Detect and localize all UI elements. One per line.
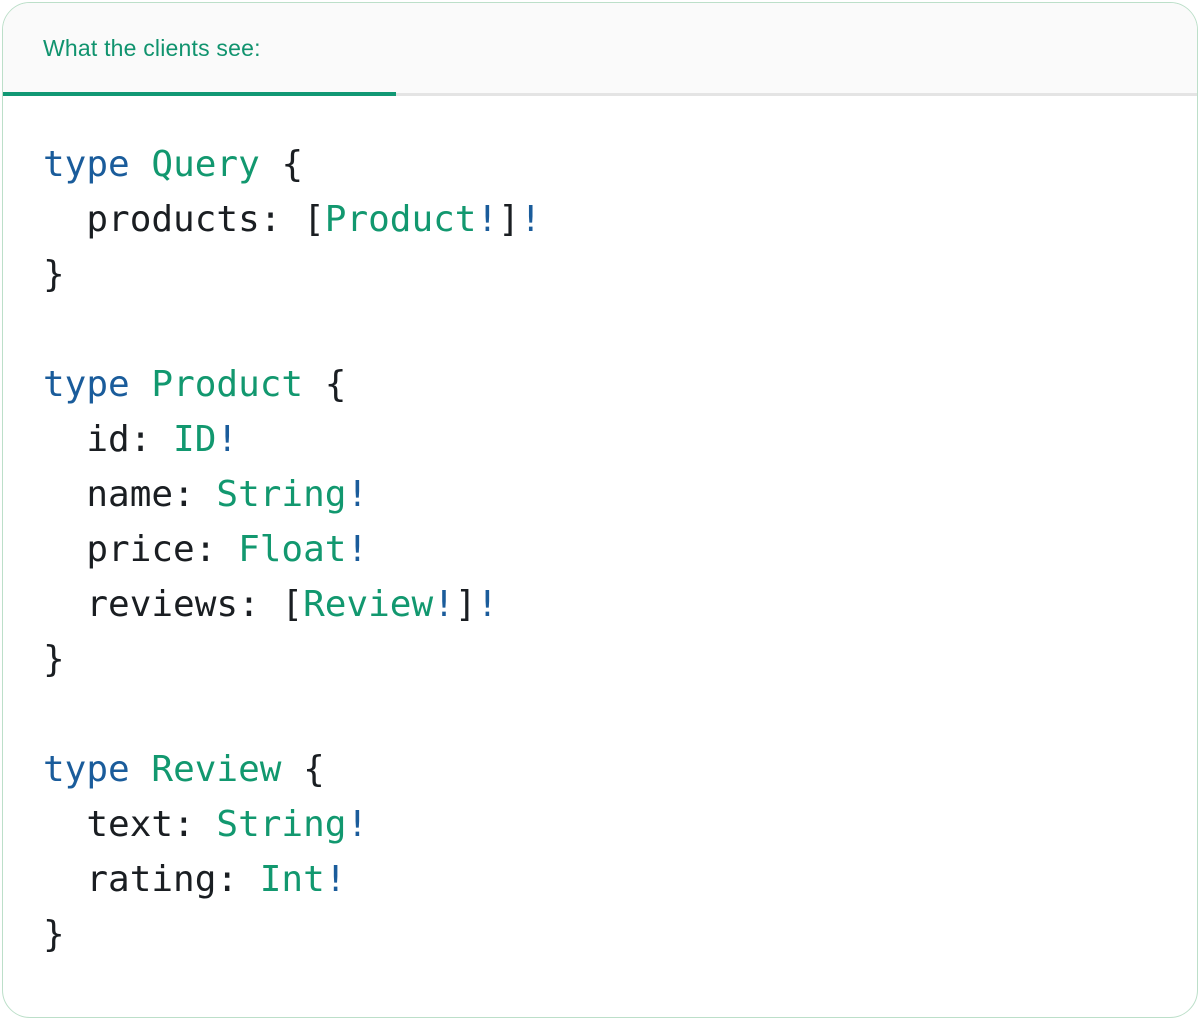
code-line: rating: Int! xyxy=(43,852,1157,907)
code-token-ty: Review xyxy=(151,749,282,790)
code-token-pl: reviews: [ xyxy=(43,584,304,625)
code-token-ty: Product xyxy=(324,199,477,240)
code-token-pl: { xyxy=(281,749,325,790)
code-token-pl: rating: xyxy=(43,859,260,900)
code-token-pl: name: xyxy=(43,474,217,515)
code-line xyxy=(43,687,1157,742)
code-token-kw: type xyxy=(43,749,130,790)
code-token-ty: String xyxy=(216,804,347,845)
code-token-ty: Int xyxy=(259,859,325,900)
code-token-ty: String xyxy=(216,474,347,515)
code-token-pl: price: xyxy=(43,529,239,570)
code-token-kw: ! xyxy=(346,474,369,515)
code-token-pl: ] xyxy=(454,584,477,625)
code-token-ty: Review xyxy=(303,584,434,625)
tab-active-underline xyxy=(3,92,396,96)
code-line: price: Float! xyxy=(43,522,1157,577)
code-token-pl: { xyxy=(259,144,304,185)
code-line: } xyxy=(43,632,1157,687)
code-token-pl xyxy=(130,364,152,405)
code-token-kw: ! xyxy=(324,859,347,900)
code-token-pl: { xyxy=(303,364,347,405)
code-token-pl xyxy=(130,749,152,790)
code-line: } xyxy=(43,247,1157,302)
code-line: type Review { xyxy=(43,742,1157,797)
card-header: What the clients see: xyxy=(3,3,1197,96)
code-token-pl: } xyxy=(43,254,65,295)
code-token-pl: text: xyxy=(43,804,217,845)
tab-label: What the clients see: xyxy=(43,34,261,61)
tab-what-clients-see[interactable]: What the clients see: xyxy=(3,3,396,93)
code-line: products: [Product!]! xyxy=(43,192,1157,247)
code-line xyxy=(43,302,1157,357)
code-line: text: String! xyxy=(43,797,1157,852)
code-line: id: ID! xyxy=(43,412,1157,467)
code-token-kw: type xyxy=(43,144,130,185)
code-line: reviews: [Review!]! xyxy=(43,577,1157,632)
graphql-schema-code: type Query { products: [Product!]!} type… xyxy=(3,96,1197,962)
code-line: } xyxy=(43,907,1157,962)
code-token-pl: } xyxy=(43,639,65,680)
code-token-pl: id: xyxy=(43,419,174,460)
code-token-pl: ] xyxy=(498,199,520,240)
code-token-kw: ! xyxy=(476,199,499,240)
code-token-pl: products: [ xyxy=(43,199,325,240)
code-token-kw: ! xyxy=(346,529,369,570)
code-token-kw: ! xyxy=(216,419,239,460)
code-token-ty: Query xyxy=(151,144,260,185)
code-token-ty: ID xyxy=(173,419,217,460)
code-token-ty: Float xyxy=(238,529,347,570)
code-token-kw: ! xyxy=(476,584,499,625)
code-line: name: String! xyxy=(43,467,1157,522)
code-line: type Query { xyxy=(43,137,1157,192)
code-token-kw: ! xyxy=(519,199,542,240)
code-token-pl xyxy=(130,144,152,185)
code-line: type Product { xyxy=(43,357,1157,412)
code-token-kw: ! xyxy=(346,804,369,845)
code-token-pl: } xyxy=(43,914,65,955)
code-token-kw: ! xyxy=(433,584,455,625)
code-token-ty: Product xyxy=(151,364,304,405)
code-token-kw: type xyxy=(43,364,130,405)
